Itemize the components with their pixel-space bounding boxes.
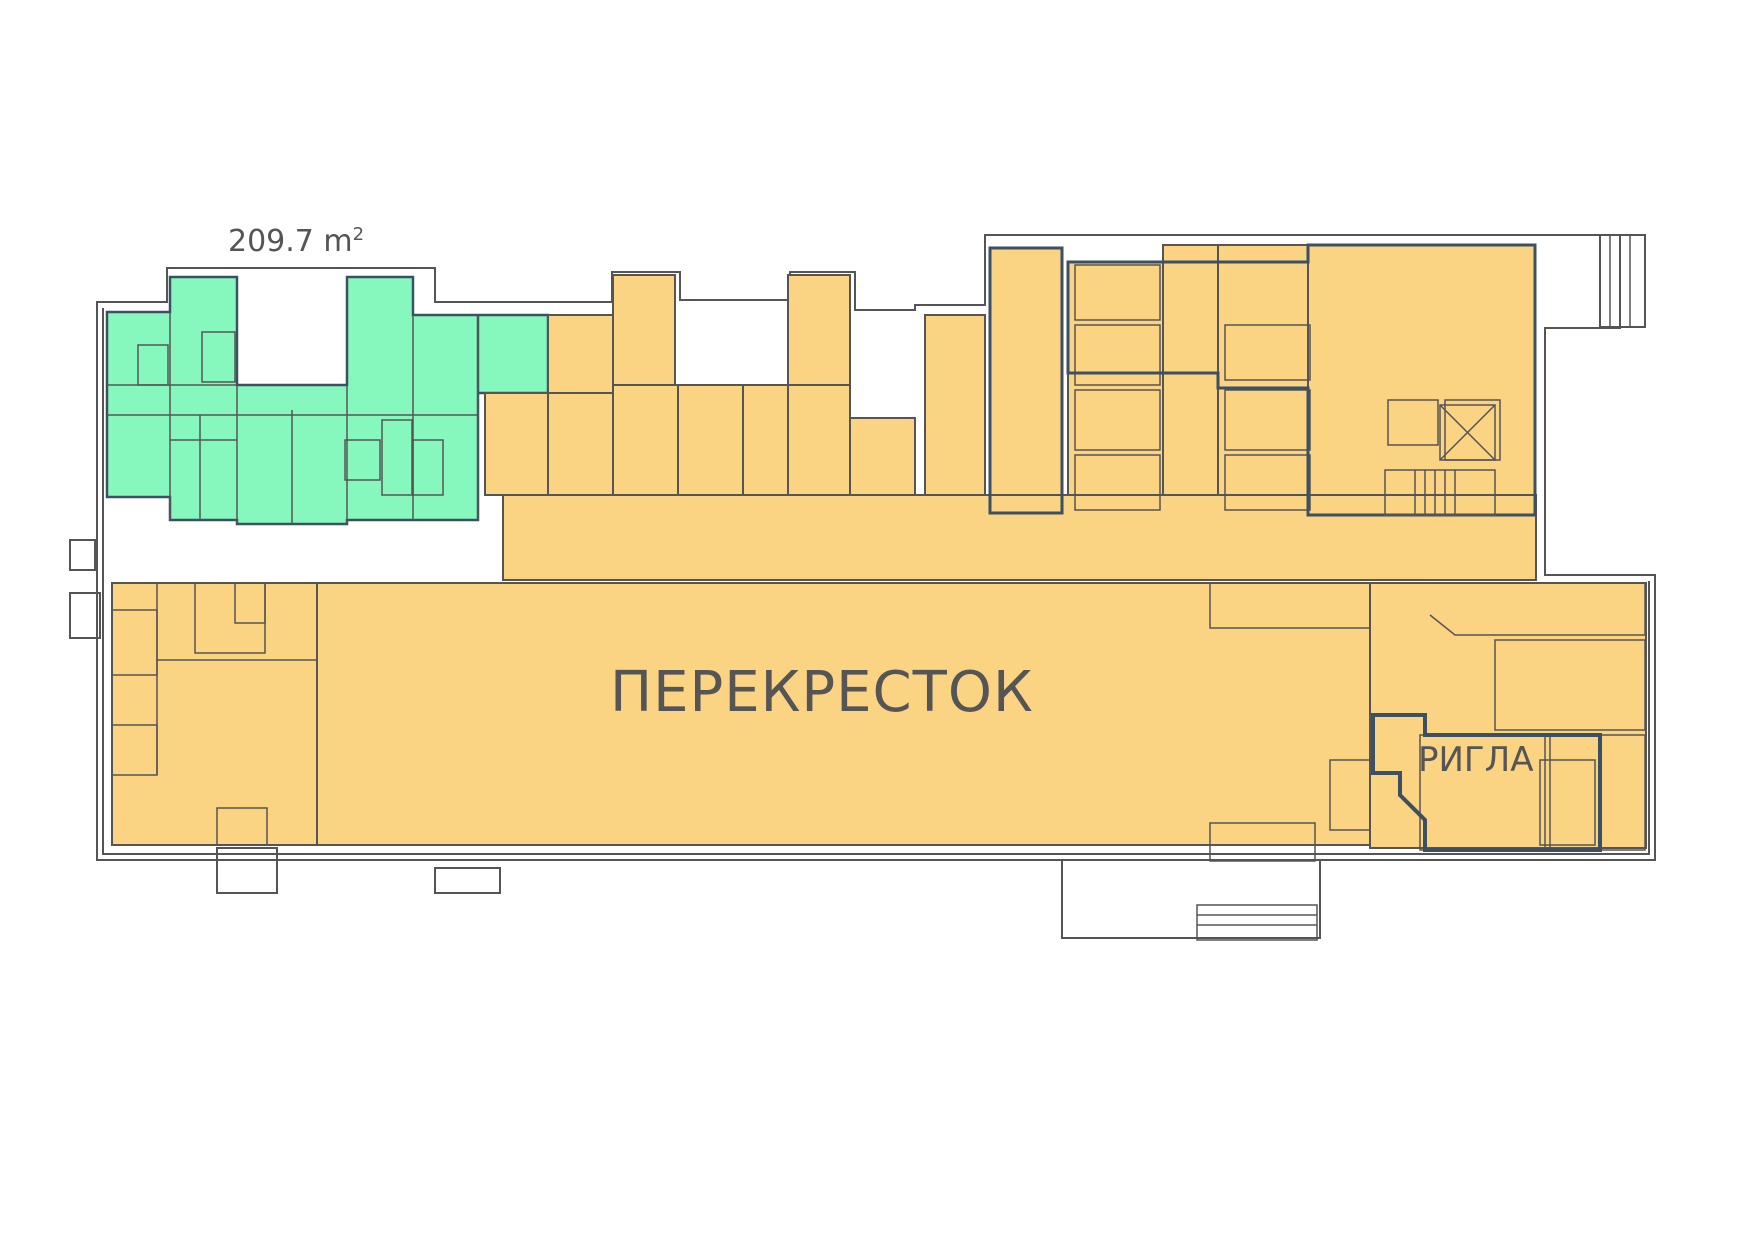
available-unit-partitions <box>107 312 479 524</box>
stair-elevator <box>1196 234 1646 941</box>
partitions <box>111 264 1646 862</box>
unit-perekrestok <box>316 582 1371 846</box>
unit-upper-4 <box>612 274 676 386</box>
unit-upper-3 <box>547 392 614 496</box>
unit-upper-8 <box>787 274 851 386</box>
occupied-units <box>111 244 1647 849</box>
unit-upper-13 <box>1067 261 1171 513</box>
area-value: 209.7 m <box>228 224 353 259</box>
unit-upper-1 <box>547 314 614 396</box>
unit-upper-14 <box>1162 244 1219 516</box>
tenant-label-perekrestok: ПЕРЕКРЕСТОК <box>610 660 1034 725</box>
bold-outlines <box>988 243 1537 517</box>
unit-upper-16 <box>1307 244 1536 516</box>
unit-upper-2 <box>484 392 551 496</box>
area-unit-superscript: 2 <box>352 224 365 245</box>
rigla-outline <box>1371 713 1602 852</box>
tenant-label-rigla: РИГЛА <box>1418 740 1534 780</box>
available-area-label: 209.7 m2 <box>228 224 364 259</box>
unit-upper-12 <box>989 247 1063 514</box>
corridor <box>502 494 1537 581</box>
unit-left <box>111 582 318 846</box>
available-unit[interactable] <box>105 275 550 526</box>
building-shell <box>69 234 1656 939</box>
